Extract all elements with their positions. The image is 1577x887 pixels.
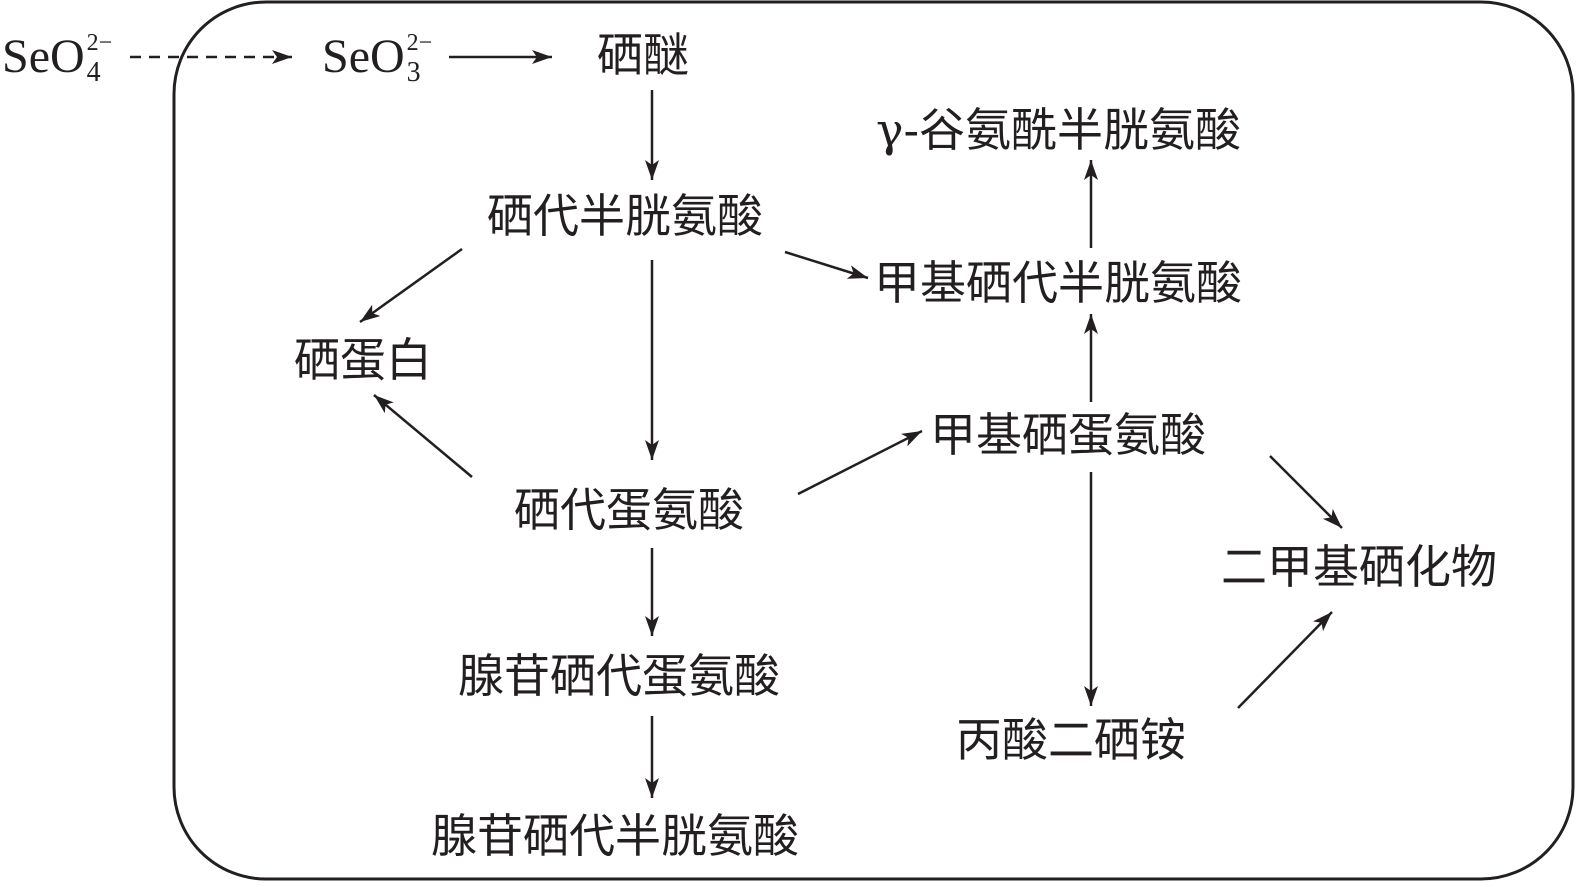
node-selenopropionate: 丙酸二硒铵 <box>956 713 1186 767</box>
node-methyl-selenomethionine: 甲基硒蛋氨酸 <box>930 408 1206 462</box>
node-selenomethionine: 硒代蛋氨酸 <box>514 483 744 537</box>
node-dimethyl-selenide: 二甲基硒化物 <box>1221 540 1497 594</box>
selenate-base: SeO <box>2 30 85 83</box>
node-selenoether: 硒醚 <box>597 28 689 82</box>
arrow-methyl-selenomethionine-to-dimethyl-selenide <box>1269 455 1343 529</box>
selenite-base: SeO <box>322 30 405 83</box>
arrow-selenocysteine-to-selenoprotein <box>359 247 463 324</box>
selenite-charge: 2− <box>406 30 433 56</box>
selenate-subscript: 4 <box>86 57 101 88</box>
arrow-selenopropionate-to-dimethyl-selenide <box>1237 611 1333 709</box>
node-methyl-selenocysteine: 甲基硒代半胱氨酸 <box>874 256 1242 310</box>
node-adenosyl-selenomethionine: 腺苷硒代蛋氨酸 <box>458 649 780 703</box>
arrow-selenomethionine-to-methyl-selenomethionine <box>797 429 923 496</box>
node-adenosyl-selenocysteine: 腺苷硒代半胱氨酸 <box>431 809 799 863</box>
selenite-subscript: 3 <box>406 57 421 88</box>
arrow-selenomethionine-to-selenoprotein <box>373 394 473 478</box>
selenate-charge: 2− <box>86 30 113 56</box>
node-selenocysteine: 硒代半胱氨酸 <box>487 189 763 243</box>
node-selenoprotein: 硒蛋白 <box>294 333 432 387</box>
cell-boundary <box>172 0 1575 881</box>
node-glutamyl-cysteine: γ-谷氨酰半胱氨酸 <box>876 103 1242 157</box>
arrow-selenocysteine-to-methyl-selenocysteine <box>784 250 869 280</box>
